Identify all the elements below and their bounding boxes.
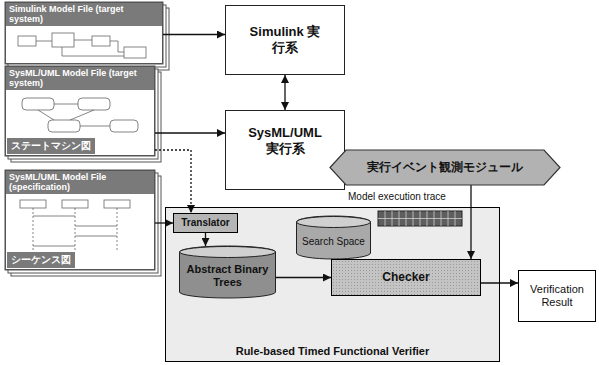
cylinder-body	[180, 246, 276, 298]
file-title: Simulink Model File (target system)	[6, 3, 162, 26]
box-label: Translator	[181, 217, 229, 229]
connector-arrow	[205, 233, 206, 246]
model-file: Simulink Model File (target system)	[5, 2, 163, 64]
connector-arrow	[276, 277, 331, 278]
hexagon-shape	[330, 150, 560, 185]
store-label: Abstract Binary Trees	[185, 263, 270, 288]
connector-arrow	[163, 34, 225, 35]
state-machine-sketch	[22, 98, 138, 132]
trace-bar	[378, 211, 462, 226]
model-file: SysML/UML Model File (target system) ステート…	[5, 66, 155, 156]
box-label: SysML/UML 実行系	[244, 125, 326, 156]
tree-store-cylinder: Abstract Binary Trees	[179, 246, 276, 298]
sequence-sketch	[20, 200, 130, 252]
observer-hexagon: 実行イベント観測モジュール	[330, 150, 560, 185]
document-stack	[5, 2, 169, 276]
connector-arrow	[284, 75, 285, 110]
verifier-frame: Rule-based Timed Functional Verifier Tran…	[165, 207, 500, 362]
cylinder-body	[297, 216, 371, 259]
execution-box: Simulink 実行系	[225, 5, 345, 75]
search-space-cylinder: Search Space	[296, 216, 371, 259]
cylinder-top	[180, 247, 276, 258]
connector-arrow	[155, 132, 225, 133]
result-box: Verification Result	[518, 270, 596, 322]
connector-arrow	[155, 222, 173, 223]
file-title: SysML/UML Model File (target system)	[6, 67, 154, 90]
store-label: Search Space	[302, 236, 365, 248]
box-label: Verification Result	[523, 283, 591, 308]
model-file: SysML/UML Model File (specification) シーケン…	[5, 170, 155, 270]
translator-box: Translator	[173, 213, 238, 233]
cylinder-top	[297, 217, 371, 228]
file-title: SysML/UML Model File (specification)	[6, 171, 154, 194]
connector-arrow	[155, 150, 191, 213]
module-label: 実行イベント観測モジュール	[367, 159, 523, 176]
connector-arrow	[470, 185, 471, 259]
trace-label: Model execution trace	[348, 191, 446, 202]
diagram-kind: ステートマシン図	[7, 138, 95, 154]
checker-box: Checker	[331, 259, 481, 296]
block-diagram-sketch	[18, 33, 146, 58]
frame-title: Rule-based Timed Functional Verifier	[166, 345, 499, 357]
verifier-ground	[165, 207, 500, 362]
execution-box: SysML/UML 実行系	[225, 110, 345, 190]
diagram-kind: シーケンス図	[7, 252, 75, 268]
box-label: Simulink 実行系	[244, 24, 326, 55]
box-label: Checker	[382, 271, 429, 285]
